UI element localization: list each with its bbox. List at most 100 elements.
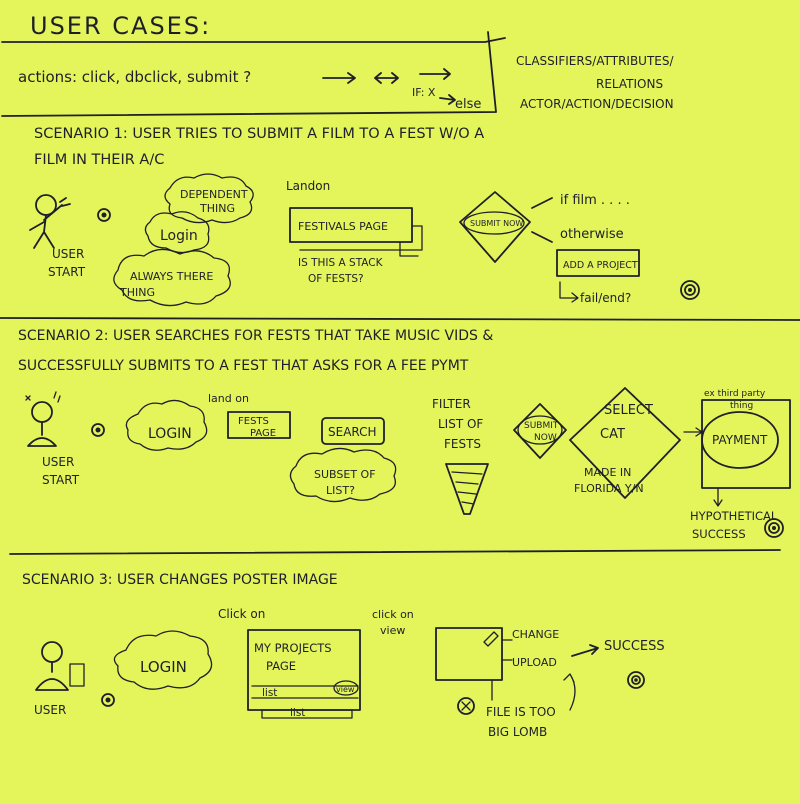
s1-divider — [0, 317, 800, 321]
s1-landon-label: Landon — [286, 179, 330, 193]
s1-always-cloud — [113, 248, 231, 307]
s3-upload: UPLOAD — [512, 656, 557, 669]
classifiers-line2: RELATIONS — [596, 77, 663, 91]
s2-fests-line1: FESTS — [238, 416, 269, 427]
s3-start-node — [101, 693, 115, 707]
s1-submit-label: SUBMIT NOW — [470, 219, 523, 228]
s2-filter-line2: LIST OF — [438, 417, 483, 431]
s1-add-project-box — [556, 249, 640, 277]
s1-fail-arrow — [559, 281, 579, 303]
s1-start-node — [97, 208, 111, 222]
s3-list-rows — [251, 685, 359, 719]
s3-view: view — [336, 685, 355, 694]
s1-otherwise: otherwise — [560, 227, 624, 242]
s3-arrow-to-success — [571, 644, 599, 657]
s3-my-projects-line2: PAGE — [266, 659, 296, 673]
s3-file-too-big-line1: FILE IS TOO — [486, 705, 556, 719]
s3-click-on-view-line2: view — [380, 624, 405, 637]
s2-filter-line1: FILTER — [432, 397, 471, 411]
s2-start-node — [91, 423, 105, 437]
s2-filter-line3: FESTS — [444, 437, 481, 451]
s1-add-project: ADD A PROJECT — [563, 260, 638, 271]
s2-subset-cloud — [289, 447, 397, 503]
s2-select-line2: CAT — [600, 427, 625, 442]
s1-login-cloud — [144, 211, 210, 254]
s3-user: USER — [34, 703, 66, 717]
s1-user-figure — [29, 194, 71, 249]
action-arrows — [322, 68, 456, 105]
scenario2-heading-line2: SUCCESSFULLY SUBMITS TO A FEST THAT ASKS… — [18, 358, 469, 374]
s1-festivals-page: FESTIVALS PAGE — [298, 220, 388, 233]
s3-file-too-big-line2: BIG LOMB — [488, 725, 547, 739]
s1-fail-end: fail/end? — [580, 291, 631, 305]
header-bracket — [1, 31, 497, 117]
s2-search-box — [321, 417, 385, 445]
funnel-icon — [445, 463, 489, 515]
s3-error-node — [457, 697, 475, 715]
s2-user-figure — [25, 391, 61, 447]
s2-start-label: START — [42, 473, 80, 487]
s3-click-on-view-line1: click on — [372, 608, 414, 621]
s1-always-line2: THING — [119, 286, 155, 299]
s2-submit-line2: NOW — [534, 433, 557, 443]
s3-my-projects-line1: MY PROJECTS — [254, 641, 332, 655]
s2-user-label: USER — [42, 455, 74, 469]
title-divider — [1, 37, 506, 43]
s2-florida-line2: FLORIDA Y/N — [574, 482, 644, 495]
scenario1-heading-line2: FILM IN THEIR A/C — [34, 152, 164, 168]
s3-list-item1: list — [262, 687, 277, 699]
s2-fests-line2: PAGE — [250, 428, 276, 439]
s3-change: CHANGE — [512, 628, 559, 641]
s1-stack-line1: IS THIS A STACK — [298, 257, 384, 269]
s2-login: LOGIN — [148, 426, 192, 442]
s1-always-line1: ALWAYS THERE — [130, 270, 213, 283]
else-label: else — [455, 97, 481, 112]
s2-subset-line2: LIST? — [326, 484, 355, 497]
s3-end-node — [627, 671, 645, 689]
s2-success-line1: HYPOTHETICAL — [690, 509, 778, 523]
s3-login: LOGIN — [140, 658, 187, 676]
s1-submit-decision — [459, 191, 531, 263]
classifiers-line1: CLASSIFIERS/ATTRIBUTES/ — [516, 54, 674, 68]
scenario2-heading-line1: SCENARIO 2: USER SEARCHES FOR FESTS THAT… — [18, 328, 493, 344]
scenario3-heading: SCENARIO 3: USER CHANGES POSTER IMAGE — [22, 572, 338, 588]
s3-view-oval — [333, 680, 359, 696]
s2-payment: PAYMENT — [712, 433, 768, 447]
s2-third-party-line1: ex third party — [704, 389, 766, 399]
s2-success-line2: SUCCESS — [692, 527, 746, 541]
classifiers-line3: ACTOR/ACTION/DECISION — [520, 97, 674, 111]
pencil-icon — [483, 631, 499, 647]
s2-end-node — [764, 518, 784, 538]
s1-login: Login — [160, 228, 198, 244]
s3-login-cloud — [113, 630, 213, 690]
s2-divider — [9, 549, 781, 555]
s2-submit-decision — [513, 403, 567, 459]
s2-arrow-to-payment — [683, 427, 703, 437]
s1-festivals-page-box — [289, 207, 423, 257]
s2-search: SEARCH — [328, 425, 377, 439]
s3-upload-return-arrow — [563, 673, 576, 711]
s2-payment-oval — [701, 411, 779, 469]
s1-branch-lines — [531, 197, 553, 243]
scenario1-heading-line1: SCENARIO 1: USER TRIES TO SUBMIT A FILM … — [34, 126, 484, 142]
s3-list-item2: list — [290, 707, 305, 719]
s2-arrow-to-success — [713, 487, 723, 507]
page-title: USER CASES: — [30, 12, 211, 40]
s3-success: SUCCESS — [604, 639, 665, 654]
s1-end-node — [680, 280, 700, 300]
if-x-label: IF: X — [412, 86, 436, 99]
s2-land-on: land on — [208, 392, 249, 405]
actions-line: actions: click, dbclick, submit ? — [18, 68, 251, 86]
s2-category-diamond — [569, 387, 681, 499]
s2-third-party-line2: thing — [730, 401, 753, 411]
s1-start-label: START — [48, 265, 86, 279]
s2-login-cloud — [125, 399, 208, 451]
s1-stack-line2: OF FESTS? — [308, 273, 364, 285]
s2-fests-page-box — [227, 411, 291, 439]
s2-subset-line1: SUBSET OF — [314, 468, 376, 481]
s3-poster-lines — [491, 639, 513, 701]
s3-click-on: Click on — [218, 607, 265, 621]
s3-user-figure — [35, 641, 85, 691]
